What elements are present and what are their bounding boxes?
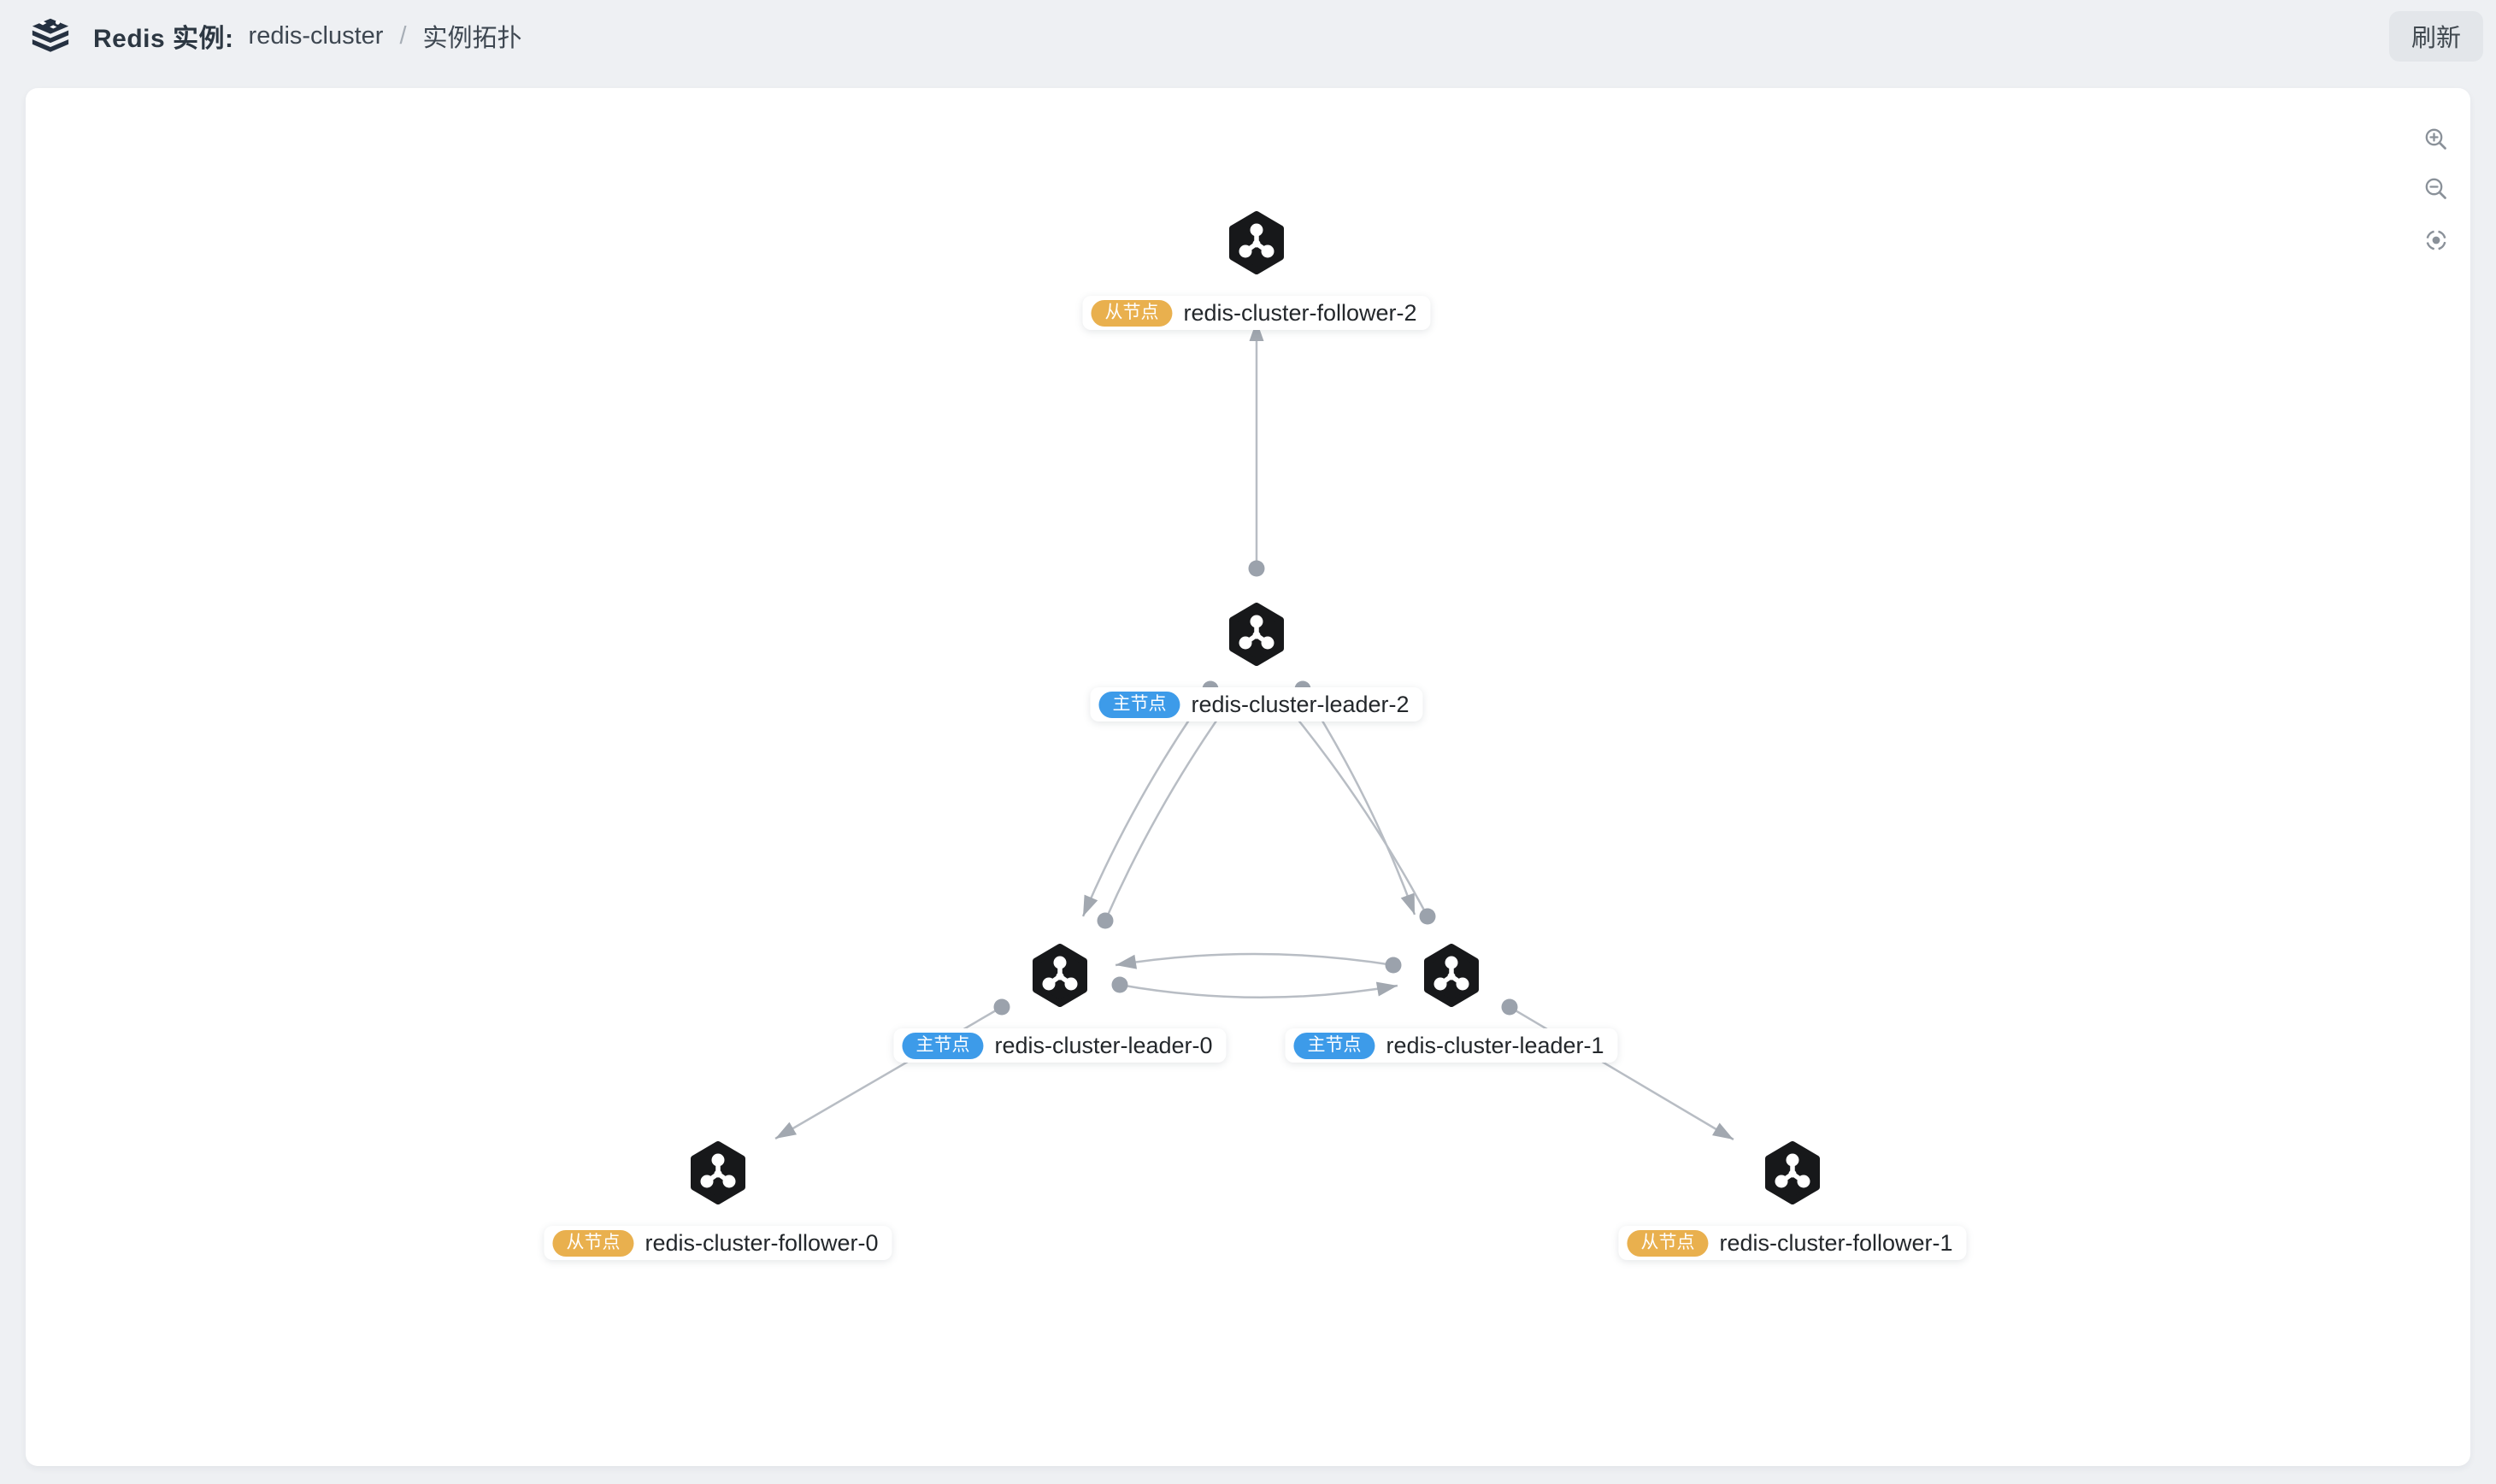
breadcrumb-page: 实例拓扑 — [422, 25, 522, 52]
edge-arrowhead — [1249, 321, 1264, 341]
breadcrumb-separator: / — [399, 21, 407, 50]
edge-leader-2-to-follower-2 — [1248, 321, 1265, 577]
node-name: redis-cluster-follower-1 — [1719, 1229, 1953, 1256]
node-name: redis-cluster-leader-0 — [994, 1032, 1213, 1058]
edge-leader-1-to-leader-0 — [1115, 952, 1402, 974]
node-icon-follower-1[interactable] — [1763, 1141, 1822, 1204]
edge-leader-0-to-leader-1 — [1111, 976, 1398, 998]
node-label-leader-2[interactable]: 主节点 redis-cluster-leader-2 — [1090, 687, 1423, 721]
header: Redis 实例: redis-cluster / 实例拓扑 刷新 — [0, 0, 2496, 72]
magnifier-plus-icon — [2425, 128, 2446, 150]
magnifier-minus-icon — [2425, 178, 2446, 199]
node-icon-follower-0[interactable] — [688, 1141, 748, 1204]
node-label-follower-1[interactable]: 从节点 redis-cluster-follower-1 — [1618, 1226, 1967, 1260]
redis-logo-icon — [32, 18, 69, 52]
locate-icon — [2426, 230, 2446, 250]
edge-arrowhead — [775, 1122, 798, 1139]
role-badge: 从节点 — [1091, 299, 1173, 327]
role-badge: 主节点 — [902, 1032, 984, 1059]
role-badge: 从节点 — [1627, 1229, 1709, 1257]
node-icon-leader-1[interactable] — [1422, 944, 1481, 1007]
node-icon-leader-2[interactable] — [1227, 603, 1286, 666]
edge-source-dot — [1419, 908, 1436, 925]
zoom-in-button[interactable] — [2424, 127, 2448, 151]
refresh-button[interactable]: 刷新 — [2389, 10, 2483, 62]
edge-source-dot — [1097, 912, 1114, 929]
edge-source-dot — [993, 998, 1010, 1016]
edge-source-dot — [1248, 560, 1265, 577]
role-badge: 从节点 — [552, 1229, 634, 1257]
edge-source-dot — [1111, 976, 1128, 993]
edge-arrowhead — [1375, 981, 1398, 997]
topology-canvas[interactable]: 从节点 redis-cluster-follower-2 — [26, 88, 2470, 1466]
edge-arrowhead — [1712, 1122, 1734, 1140]
edge-source-dot — [1501, 998, 1518, 1016]
node-name: redis-cluster-leader-2 — [1191, 691, 1410, 717]
edge-leader-1-to-follower-1 — [1501, 998, 1734, 1141]
canvas-controls — [2422, 127, 2450, 254]
node-label-follower-0[interactable]: 从节点 redis-cluster-follower-0 — [544, 1226, 892, 1260]
edge-source-dot — [1385, 957, 1402, 974]
node-icon-leader-0[interactable] — [1030, 944, 1090, 1007]
role-badge: 主节点 — [1293, 1032, 1375, 1059]
node-name: redis-cluster-follower-0 — [645, 1229, 879, 1256]
zoom-out-button[interactable] — [2424, 177, 2448, 201]
node-label-follower-2[interactable]: 从节点 redis-cluster-follower-2 — [1082, 296, 1431, 330]
node-label-leader-1[interactable]: 主节点 redis-cluster-leader-1 — [1285, 1028, 1618, 1063]
fit-view-button[interactable] — [2422, 227, 2450, 254]
breadcrumb: redis-cluster / 实例拓扑 — [249, 18, 522, 54]
breadcrumb-instance[interactable]: redis-cluster — [248, 21, 384, 50]
node-name: redis-cluster-leader-1 — [1386, 1032, 1604, 1058]
role-badge: 主节点 — [1098, 691, 1180, 718]
edge-arrowhead — [1083, 894, 1098, 916]
edge-leader-0-to-follower-0 — [774, 998, 1010, 1140]
node-name: redis-cluster-follower-2 — [1183, 299, 1417, 326]
node-label-leader-0[interactable]: 主节点 redis-cluster-leader-0 — [893, 1028, 1227, 1063]
edge-layer — [774, 321, 1734, 1141]
edge-arrowhead — [1400, 892, 1415, 915]
page-title: Redis 实例: — [93, 25, 234, 53]
edge-leader-1-to-leader-2 — [1276, 693, 1436, 925]
edge-arrowhead — [1116, 954, 1138, 969]
edge-leader-0-to-leader-2 — [1097, 693, 1237, 929]
node-icon-follower-2[interactable] — [1227, 211, 1286, 274]
